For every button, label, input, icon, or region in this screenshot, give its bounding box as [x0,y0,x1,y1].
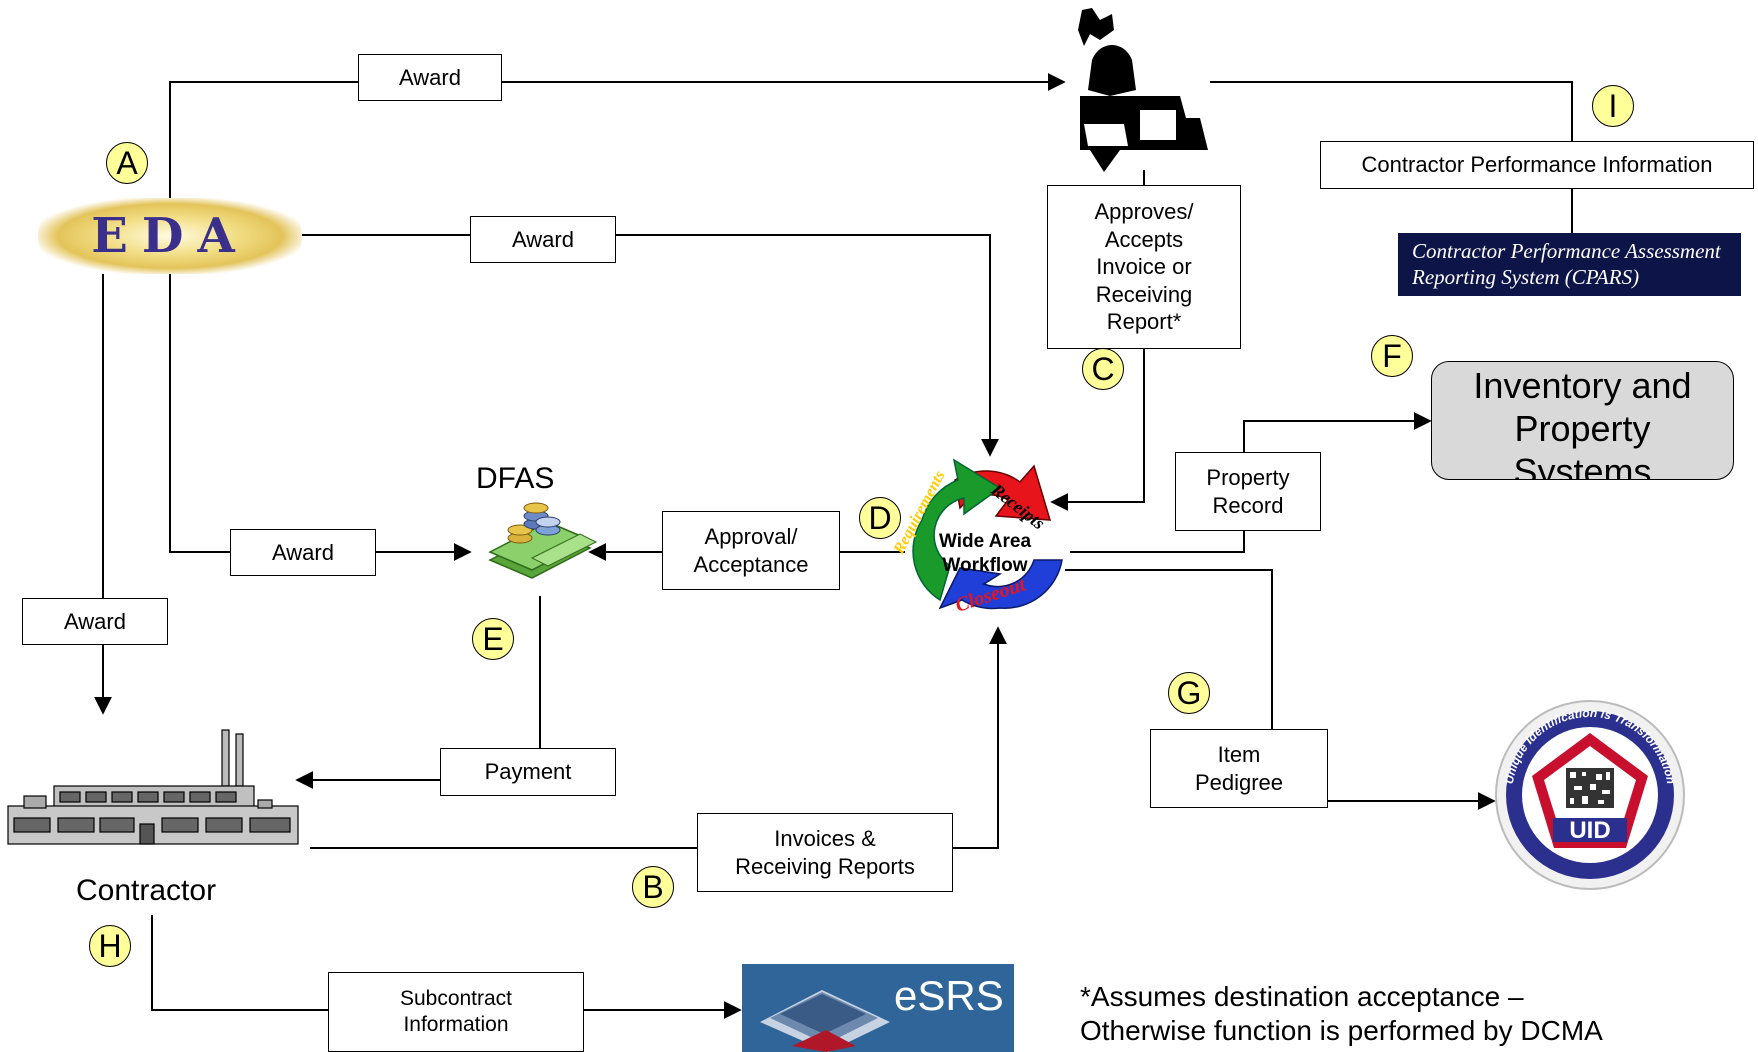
contractor-label: Contractor [76,874,217,907]
cpars-logo: Contractor Performance Assessment Report… [1398,233,1741,296]
person-at-computer-icon [1078,8,1208,172]
award-box-contractor: Award [22,598,168,645]
footnote: *Assumes destination acceptance – Otherw… [1080,981,1603,1046]
inventory-systems-node: Inventory and Property Systems [1431,361,1734,480]
badge-c: C [1082,348,1124,390]
subcontract-box: Subcontract Information [328,972,584,1052]
award-box-dfas: Award [230,529,376,576]
award-box-mid: Award [470,216,616,263]
approves-box: Approves/ Accepts Invoice or Receiving R… [1047,185,1241,349]
badge-h: H [89,925,131,967]
badge-i: I [1592,85,1634,127]
esrs-logo: eSRS [742,964,1014,1052]
money-stack-icon [488,502,598,579]
factory-icon [7,729,299,845]
uid-label: UID [1569,817,1610,844]
workflow-center-label: Wide Area Workflow [938,531,1032,576]
property-record-box: Property Record [1175,452,1321,531]
badge-e: E [472,618,514,660]
award-box-top: Award [358,54,502,101]
approval-acceptance-box: Approval/ Acceptance [662,511,840,590]
esrs-label: eSRS [894,972,1004,1019]
badge-d: D [859,497,901,539]
dfas-label: DFAS [476,462,555,495]
esrs-logo-icon [742,964,1014,1052]
contractor-performance-box: Contractor Performance Information [1320,141,1754,189]
uid-seal-icon: UID Unique Identification is Transformat… [1495,700,1685,890]
payment-box: Payment [440,748,616,796]
invoices-box: Invoices & Receiving Reports [697,813,953,892]
badge-b: B [632,866,674,908]
badge-g: G [1168,672,1210,714]
badge-a: A [106,142,148,184]
item-pedigree-box: Item Pedigree [1150,729,1328,808]
badge-f: F [1371,335,1413,377]
eda-logo: EDA [38,198,302,274]
